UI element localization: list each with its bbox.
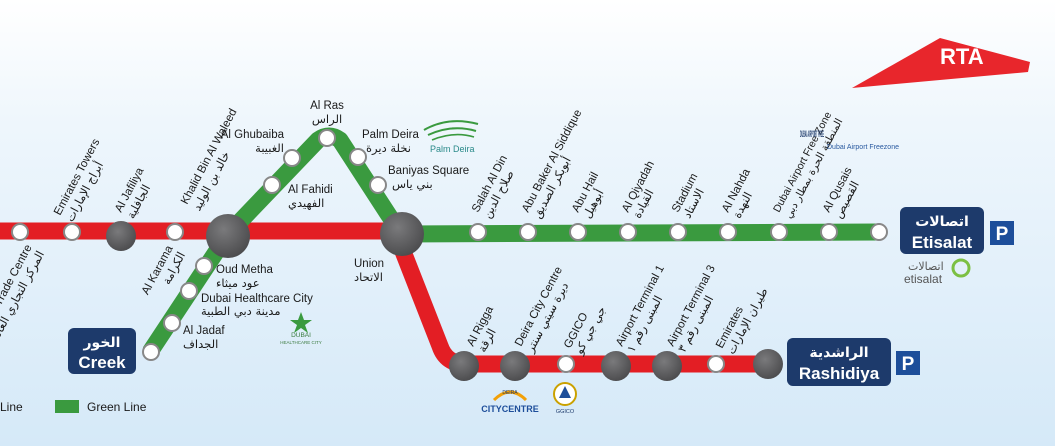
dhcc-logo-big: DUBAI <box>291 332 311 339</box>
station-burjuman-interchange[interactable] <box>206 214 250 258</box>
label-al-fahidi-ar: الفهيدي <box>288 196 324 210</box>
label-al-ras-en: Al Ras <box>310 100 344 112</box>
station-union[interactable] <box>380 212 424 256</box>
dafz-logo: DUBAI AIRPORT FREE Dubai Airport Freezon… <box>800 129 899 151</box>
station-palm-deira[interactable] <box>349 148 367 166</box>
terminal-rashidiya-en: Rashidiya <box>799 364 880 383</box>
city-centre-logo-big: CITYCENTRE <box>481 404 539 414</box>
parking-rashidiya-label: P <box>902 354 915 375</box>
label-al-ghubaiba-ar: الغبيبة <box>255 141 284 155</box>
label-baniyas-square-ar: بني ياس <box>392 177 433 192</box>
station-abu-hail[interactable] <box>569 223 587 241</box>
station-al-nahda[interactable] <box>719 223 737 241</box>
station-ggico[interactable] <box>557 355 575 373</box>
ggico-logo-text: GGICO <box>556 409 575 415</box>
city-centre-logo-small: DEIRA <box>502 390 518 396</box>
dafz-logo-big: DUBAI AIRPORT FREE <box>800 129 824 139</box>
dhcc-logo-small: HEALTHCARE CITY <box>280 340 321 345</box>
station-dubai-healthcare-city[interactable] <box>180 282 198 300</box>
label-oud-metha-ar: عود ميثاء <box>216 276 260 291</box>
station-al-rigga[interactable] <box>449 351 479 381</box>
rta-logo: RTA <box>852 38 1030 88</box>
parking-rashidiya: P <box>896 351 920 375</box>
palm-deira-logo-text: Palm Deira <box>430 144 475 154</box>
city-centre-logo: DEIRA CITYCENTRE <box>481 390 539 414</box>
labels-green-arc: Al Fahidi الفهيدي Al Ghubaiba الغبيبة Al… <box>221 100 470 210</box>
station-world-trade-centre[interactable] <box>11 223 29 241</box>
station-al-qusais[interactable] <box>820 223 838 241</box>
labels-green-south: Oud Metha عود ميثاء Dubai Healthcare Cit… <box>183 264 313 351</box>
label-dubai-healthcare-city-en: Dubai Healthcare City <box>201 293 313 305</box>
terminal-rashidiya[interactable]: الراشدية Rashidiya <box>787 338 891 386</box>
label-oud-metha-en: Oud Metha <box>216 264 273 276</box>
station-emirates[interactable] <box>707 355 725 373</box>
terminal-rashidiya-ar: الراشدية <box>809 345 868 361</box>
stations <box>11 129 888 381</box>
legend: Line Green Line <box>0 400 147 414</box>
station-stadium[interactable] <box>669 223 687 241</box>
station-salah-al-din[interactable] <box>469 223 487 241</box>
station-baniyas-square[interactable] <box>369 176 387 194</box>
station-al-karama[interactable] <box>166 223 184 241</box>
station-al-jafiliya[interactable] <box>106 221 136 251</box>
terminal-etisalat-en: Etisalat <box>912 233 973 252</box>
label-al-jadaf-en: Al Jadaf <box>183 325 225 337</box>
terminal-creek-en: Creek <box>78 353 126 372</box>
label-al-ghubaiba-en: Al Ghubaiba <box>221 129 285 141</box>
station-emirates-towers[interactable] <box>63 223 81 241</box>
station-dubai-airport-free-zone[interactable] <box>770 223 788 241</box>
terminal-etisalat-ar: اتصالات <box>915 214 969 230</box>
label-al-jadaf-ar: الجداف <box>183 337 218 351</box>
station-al-ghubaiba[interactable] <box>283 149 301 167</box>
label-baniyas-square-en: Baniyas Square <box>388 165 469 177</box>
station-al-fahidi[interactable] <box>263 176 281 194</box>
station-al-qiyadah[interactable] <box>619 223 637 241</box>
label-al-fahidi-en: Al Fahidi <box>288 184 333 196</box>
station-deira-city-centre[interactable] <box>500 351 530 381</box>
station-creek[interactable] <box>142 343 160 361</box>
etisalat-brand-logo: اتصالات etisalat <box>904 258 971 286</box>
label-al-ras-ar: الراس <box>312 112 342 127</box>
station-airport-terminal-3[interactable] <box>652 351 682 381</box>
parking-etisalat-label: P <box>996 224 1009 245</box>
palm-deira-logo: Palm Deira <box>423 120 479 154</box>
station-al-ras[interactable] <box>318 129 336 147</box>
dhcc-logo: DUBAI HEALTHCARE CITY <box>280 312 322 345</box>
station-rashidiya[interactable] <box>753 349 783 379</box>
label-palm-deira-en: Palm Deira <box>362 129 419 141</box>
label-union-en: Union <box>354 258 384 270</box>
ggico-logo: GGICO <box>553 382 577 415</box>
legend-green-swatch <box>55 400 79 413</box>
label-union-ar: الاتحاد <box>354 270 383 284</box>
station-abu-baker-al-siddique[interactable] <box>519 223 537 241</box>
etisalat-e-icon <box>951 258 971 278</box>
dafz-logo-small: Dubai Airport Freezone <box>827 144 899 151</box>
station-al-jadaf[interactable] <box>163 314 181 332</box>
parking-etisalat: P <box>990 221 1014 245</box>
terminal-creek-ar: الخور <box>83 335 121 351</box>
label-palm-deira-ar: نخلة ديرة <box>366 141 411 156</box>
station-airport-terminal-1[interactable] <box>601 351 631 381</box>
legend-green-label: Green Line <box>87 400 147 414</box>
terminal-etisalat[interactable]: اتصالات Etisalat <box>900 207 984 254</box>
terminal-creek[interactable]: الخور Creek <box>68 328 136 374</box>
dhcc-star-icon <box>290 312 312 333</box>
station-oud-metha[interactable] <box>195 257 213 275</box>
legend-red-label: Line <box>0 400 23 414</box>
etisalat-brand-ar: اتصالات <box>908 260 944 273</box>
rta-logo-text: RTA <box>940 44 984 69</box>
label-union: Union الاتحاد <box>354 258 384 284</box>
label-dubai-healthcare-city-ar: مدينة دبي الطبية <box>201 304 281 318</box>
etisalat-brand-en: etisalat <box>904 272 943 286</box>
station-etisalat[interactable] <box>870 223 888 241</box>
